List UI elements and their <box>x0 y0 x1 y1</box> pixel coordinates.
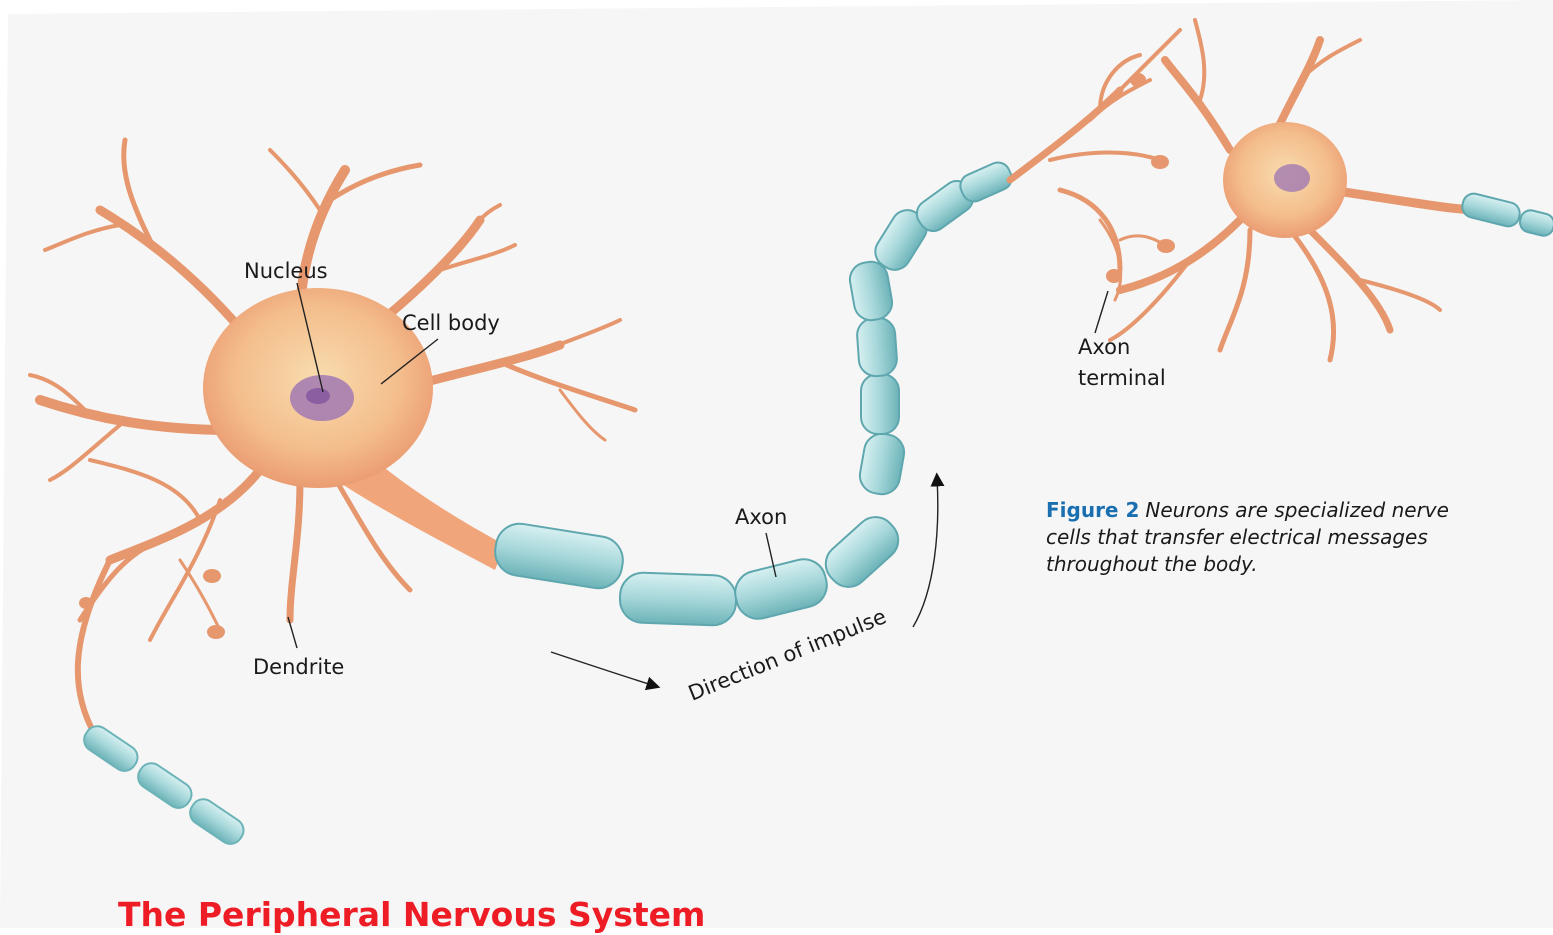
label-cell-body: Cell body <box>402 311 500 335</box>
section-heading: The Peripheral Nervous System <box>118 895 705 935</box>
nucleolus-shape <box>306 388 330 404</box>
label-axon: Axon <box>735 505 787 529</box>
label-axon-terminal-line1: Axon <box>1078 335 1130 359</box>
label-axon-terminal-line2: terminal <box>1078 366 1166 390</box>
figure-number: Figure 2 <box>1046 498 1139 522</box>
nucleus-right-shape <box>1274 164 1310 192</box>
label-dendrite: Dendrite <box>253 655 344 679</box>
label-nucleus: Nucleus <box>244 259 328 283</box>
